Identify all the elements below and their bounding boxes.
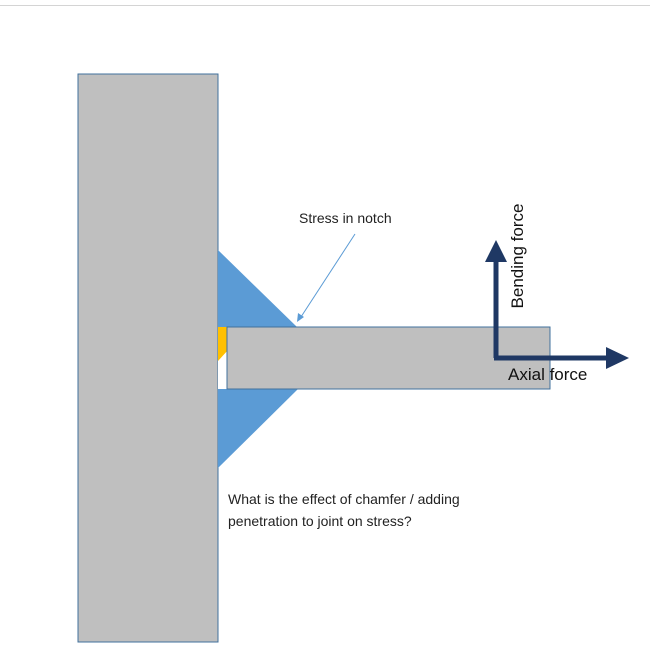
stress-leader-line: [298, 233, 356, 321]
question-text: What is the effect of chamfer / adding p…: [228, 488, 528, 532]
bending-force-arrowhead: [485, 240, 507, 262]
stress-leader-arrowhead: [297, 313, 304, 322]
lower-fillet-weld: [218, 389, 298, 468]
top-divider: [0, 5, 650, 6]
axial-force-arrowhead: [606, 347, 629, 369]
bending-force-label: Bending force: [508, 203, 527, 309]
question-line-2: penetration to joint on stress?: [228, 513, 412, 529]
axial-force-label: Axial force: [508, 365, 588, 384]
question-line-1: What is the effect of chamfer / adding: [228, 491, 460, 507]
upper-fillet-weld: [218, 250, 297, 327]
vertical-plate: [77, 73, 219, 643]
stress-in-notch-label: Stress in notch: [299, 210, 392, 226]
root-gap: [218, 327, 227, 389]
